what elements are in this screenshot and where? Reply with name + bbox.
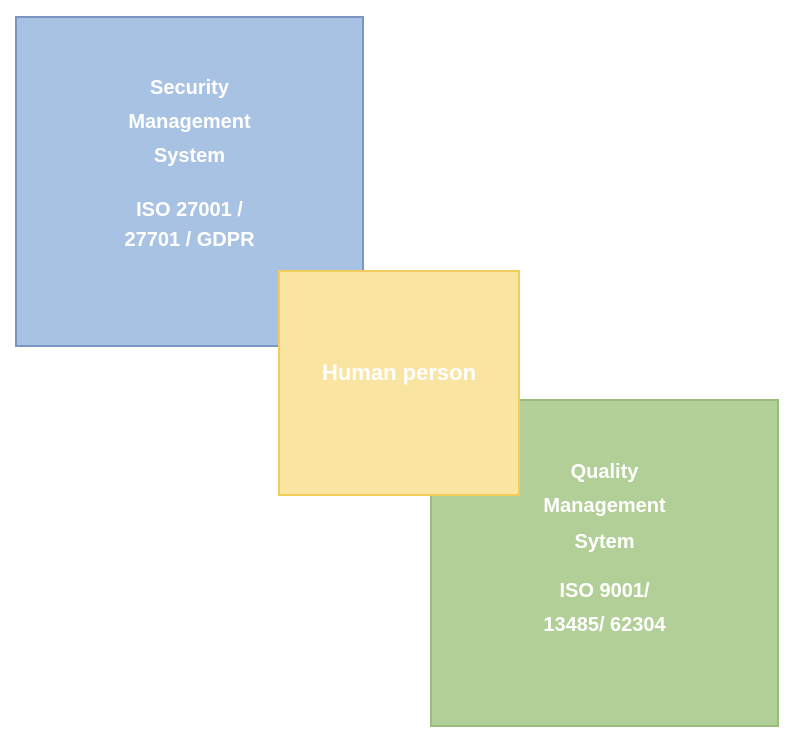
human-person-label: Human person (321, 360, 477, 385)
quality-title-line-2: Management (543, 495, 666, 517)
security-title-line-1: Security (150, 77, 229, 99)
quality-standard-line-2: 13485/ 62304 (543, 614, 666, 636)
security-title-line-3: System (153, 145, 226, 167)
security-management-system-box: Security Management System ISO 27001 / 2… (15, 16, 364, 347)
quality-standard-line-1: ISO 9001/ (559, 580, 650, 602)
security-title-line-2: Management (128, 111, 251, 133)
quality-title-line-1: Quality (570, 461, 639, 483)
security-standard-line-2: 27701 / GDPR (124, 229, 255, 251)
security-standard-line-1: ISO 27001 / (136, 199, 243, 221)
human-person-box: Human person (278, 270, 520, 496)
quality-title-line-3: Sytem (574, 531, 635, 553)
